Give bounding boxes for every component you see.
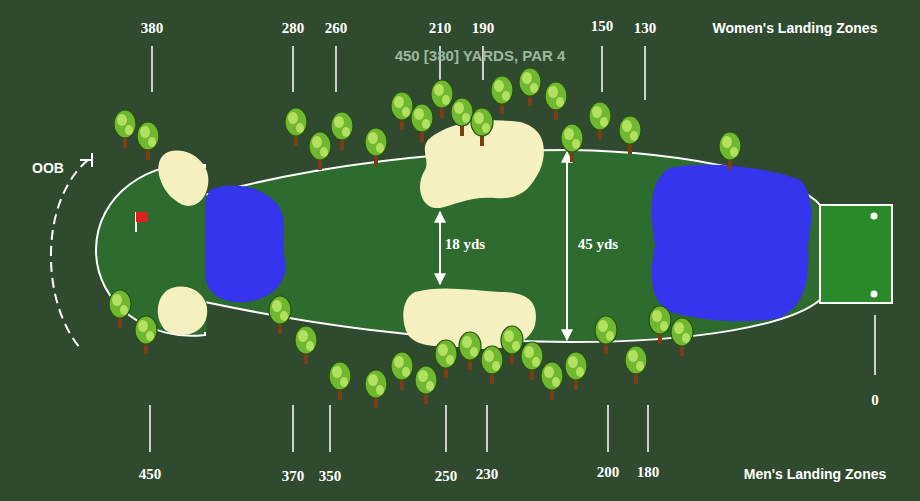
tree bbox=[269, 296, 291, 334]
tree bbox=[521, 342, 543, 380]
tree bbox=[365, 370, 387, 408]
distance-label: 190 bbox=[472, 20, 495, 37]
tree bbox=[649, 306, 671, 344]
tree bbox=[619, 116, 641, 154]
tee-box bbox=[820, 205, 892, 303]
tree bbox=[411, 104, 433, 142]
tree bbox=[541, 362, 563, 400]
tree bbox=[471, 108, 493, 146]
oob-line bbox=[51, 160, 88, 348]
distance-label: 260 bbox=[325, 20, 348, 37]
distance-label: 370 bbox=[282, 468, 305, 485]
tree bbox=[331, 112, 353, 150]
distance-label: 45 yds bbox=[576, 236, 620, 253]
distance-label: 350 bbox=[319, 468, 342, 485]
tree bbox=[519, 68, 541, 106]
distance-label: 130 bbox=[634, 20, 657, 37]
tree bbox=[671, 318, 693, 356]
pond bbox=[205, 186, 286, 303]
hole-title: 450 [380] YARDS, PAR 4 bbox=[395, 47, 566, 64]
tree bbox=[431, 80, 453, 118]
distance-label: 180 bbox=[637, 464, 660, 481]
tree bbox=[719, 132, 741, 170]
tree bbox=[589, 102, 611, 140]
bunker bbox=[158, 287, 207, 335]
zone-label: Women's Landing Zones bbox=[713, 20, 878, 36]
tree bbox=[435, 340, 457, 378]
tree bbox=[109, 290, 131, 328]
distance-label: 150 bbox=[591, 18, 614, 35]
distance-label: 450 bbox=[139, 466, 162, 483]
tree bbox=[451, 98, 473, 136]
pond bbox=[652, 165, 812, 322]
distance-ticks bbox=[150, 46, 875, 452]
tree bbox=[415, 366, 437, 404]
zone-label: OOB bbox=[32, 160, 64, 176]
tree bbox=[625, 346, 647, 384]
tree bbox=[545, 82, 567, 120]
tree bbox=[561, 124, 583, 162]
tree bbox=[365, 128, 387, 166]
distance-label: 230 bbox=[476, 466, 499, 483]
distance-label: 380 bbox=[141, 20, 164, 37]
tree bbox=[481, 346, 503, 384]
tree bbox=[565, 352, 587, 390]
tree bbox=[391, 92, 413, 130]
tree bbox=[459, 332, 481, 370]
dimension-line bbox=[566, 152, 568, 340]
distance-label: 280 bbox=[282, 20, 305, 37]
tree bbox=[501, 326, 523, 364]
distance-label: 210 bbox=[429, 20, 452, 37]
distance-label: 0 bbox=[871, 392, 879, 409]
tee-marker bbox=[871, 291, 878, 298]
tree bbox=[391, 352, 413, 390]
tree bbox=[329, 362, 351, 400]
zone-label: Men's Landing Zones bbox=[744, 466, 887, 482]
oob-marker bbox=[80, 153, 92, 167]
tree bbox=[285, 108, 307, 146]
distance-label: 250 bbox=[435, 468, 458, 485]
tee-marker bbox=[871, 213, 878, 220]
tree bbox=[491, 76, 513, 114]
bunker bbox=[158, 151, 208, 206]
tree bbox=[114, 110, 136, 148]
tree bbox=[137, 122, 159, 160]
distance-label: 200 bbox=[597, 464, 620, 481]
dimension-line bbox=[439, 212, 441, 284]
distance-label: 18 yds bbox=[443, 236, 487, 253]
tree bbox=[295, 326, 317, 364]
tree bbox=[135, 316, 157, 354]
tree bbox=[595, 316, 617, 354]
flag bbox=[136, 212, 148, 222]
tree bbox=[309, 132, 331, 170]
